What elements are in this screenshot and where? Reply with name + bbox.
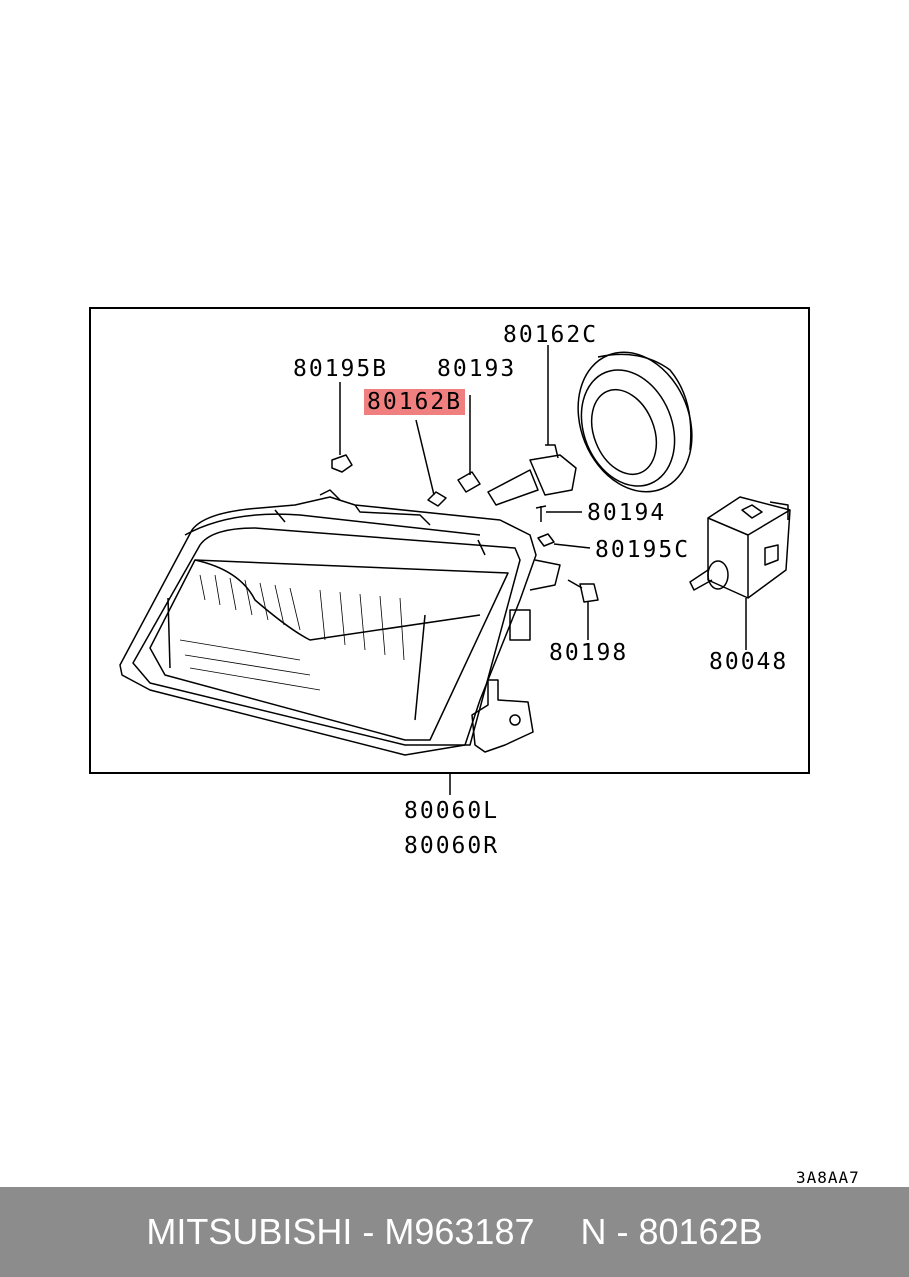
callout-80193: 80193 <box>437 356 517 382</box>
headlamp-exploded-diagram <box>89 307 810 795</box>
callout-80194: 80194 <box>587 500 667 526</box>
callout-80198: 80198 <box>549 640 629 666</box>
parking-bulb-80162B <box>415 419 447 507</box>
clip-80195B <box>331 382 353 473</box>
screw-80194 <box>535 505 582 522</box>
callout-80162C: 80162C <box>503 322 599 348</box>
reflector-ring <box>577 351 693 493</box>
footer-brand-part: MITSUBISHI - M963187 <box>146 1211 535 1252</box>
bolt-80198 <box>567 579 599 640</box>
footer-ref: N - 80162B <box>580 1211 763 1252</box>
callout-80195B: 80195B <box>293 356 389 382</box>
callout-80048: 80048 <box>709 649 789 675</box>
main-bulb-80162C <box>487 345 577 506</box>
callout-80060L: 80060L <box>404 798 500 824</box>
footer-bar: MITSUBISHI - M963187 N - 80162B <box>0 1187 909 1277</box>
lens-hatching <box>179 574 405 691</box>
bulb-socket-80193 <box>457 395 481 493</box>
headlamp-housing <box>119 489 561 756</box>
callout-80195C: 80195C <box>595 537 691 563</box>
leveling-motor-80048 <box>689 496 791 650</box>
callout-80060R: 80060R <box>404 833 500 859</box>
callout-80162B-highlighted: 80162B <box>364 389 466 415</box>
diagram-code: 3A8AA7 <box>796 1168 860 1187</box>
clip-80195C <box>537 533 591 549</box>
